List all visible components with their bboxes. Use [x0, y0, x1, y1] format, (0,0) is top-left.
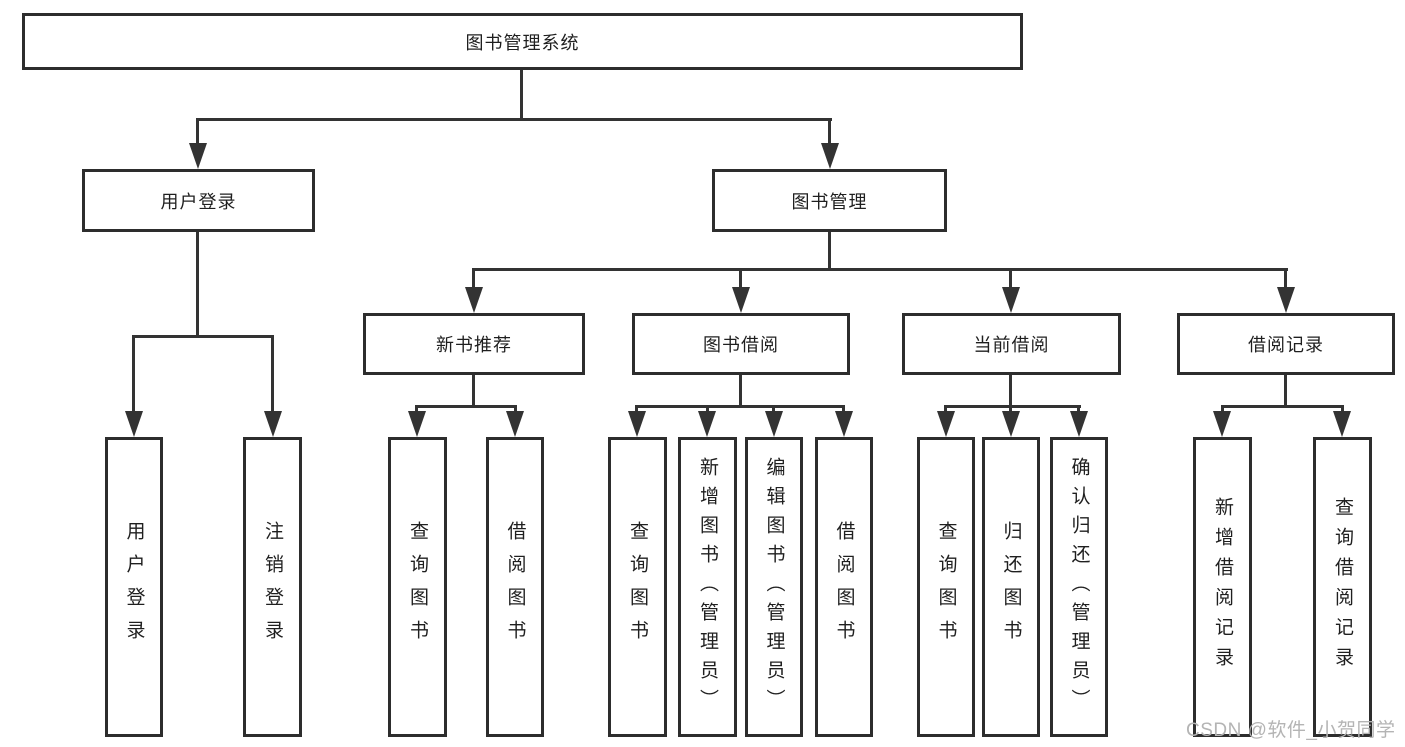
- node-library-management-system: 图书管理系统: [22, 13, 1023, 70]
- node-borrowing-records: 借阅记录: [1177, 313, 1395, 375]
- arrow-down-icon: [765, 411, 783, 437]
- connector-line: [1284, 268, 1287, 288]
- arrow-down-icon: [821, 143, 839, 169]
- node-book-borrowing: 图书借阅: [632, 313, 850, 375]
- connector-line: [706, 405, 709, 413]
- connector-line: [514, 405, 517, 413]
- connector-line: [196, 232, 199, 338]
- arrow-down-icon: [264, 411, 282, 437]
- connector-line: [739, 268, 742, 288]
- leaf-label: 查询图书: [407, 521, 428, 653]
- connector-line: [1341, 405, 1344, 413]
- leaf-label: 用户登录: [123, 521, 145, 653]
- node-book-management: 图书管理: [712, 169, 947, 232]
- leaf-label: 借阅图书: [833, 521, 855, 653]
- node-label: 图书借阅: [703, 335, 779, 355]
- leaf-label: 编辑图书（管理员）: [763, 456, 785, 718]
- connector-line: [472, 268, 1288, 271]
- node-label: 用户登录: [160, 191, 237, 212]
- arrow-down-icon: [1070, 411, 1088, 437]
- connector-line: [944, 405, 947, 413]
- arrow-down-icon: [408, 411, 426, 437]
- connector-line: [415, 405, 517, 408]
- leaf-add-books-admin: 新增图书（管理员）: [678, 437, 737, 737]
- connector-line: [944, 405, 1081, 408]
- arrow-down-icon: [698, 411, 716, 437]
- leaf-query-books: 查询图书: [608, 437, 667, 737]
- leaf-label: 新增图书（管理员）: [697, 456, 718, 718]
- connector-line: [842, 405, 845, 413]
- leaf-return-books: 归还图书: [982, 437, 1040, 737]
- connector-line: [1221, 405, 1224, 413]
- connector-line: [1009, 375, 1012, 407]
- arrow-down-icon: [1002, 411, 1020, 437]
- node-label: 当前借阅: [973, 335, 1050, 355]
- connector-line: [472, 375, 475, 407]
- leaf-borrow-books: 借阅图书: [815, 437, 873, 737]
- node-label: 新书推荐: [436, 335, 512, 355]
- connector-line: [635, 405, 638, 413]
- connector-line: [132, 335, 274, 338]
- leaf-add-borrow-record: 新增借阅记录: [1193, 437, 1252, 737]
- arrow-down-icon: [465, 287, 483, 313]
- leaf-label: 新增借阅记录: [1212, 497, 1233, 677]
- leaf-label: 归还图书: [1000, 521, 1022, 653]
- leaf-edit-books-admin: 编辑图书（管理员）: [745, 437, 803, 737]
- leaf-label: 借阅图书: [504, 521, 526, 653]
- connector-line: [196, 118, 199, 146]
- leaf-query-books: 查询图书: [917, 437, 975, 737]
- arrow-down-icon: [1277, 287, 1295, 313]
- connector-line: [196, 118, 832, 121]
- node-label: 图书管理系统: [465, 32, 580, 53]
- connector-line: [1009, 405, 1012, 413]
- leaf-label: 确认归还（管理员）: [1068, 456, 1090, 718]
- watermark-text: CSDN @软件_小贺同学: [1186, 720, 1396, 741]
- connector-line: [1221, 405, 1344, 408]
- leaf-label: 查询图书: [935, 521, 957, 653]
- leaf-query-borrow-record: 查询借阅记录: [1313, 437, 1372, 737]
- leaf-query-books: 查询图书: [388, 437, 447, 737]
- node-label: 借阅记录: [1248, 335, 1324, 355]
- arrow-down-icon: [1002, 287, 1020, 313]
- connector-line: [772, 405, 775, 413]
- leaf-borrow-books: 借阅图书: [486, 437, 544, 737]
- connector-line: [828, 118, 831, 146]
- arrow-down-icon: [1213, 411, 1231, 437]
- connector-line: [635, 405, 845, 408]
- node-new-book-recommendation: 新书推荐: [363, 313, 585, 375]
- leaf-confirm-return-admin: 确认归还（管理员）: [1050, 437, 1108, 737]
- arrow-down-icon: [125, 411, 143, 437]
- connector-line: [739, 375, 742, 407]
- connector-line: [472, 268, 475, 288]
- connector-line: [1077, 405, 1080, 413]
- node-current-borrowing: 当前借阅: [902, 313, 1121, 375]
- arrow-down-icon: [1333, 411, 1351, 437]
- leaf-user-login: 用户登录: [105, 437, 163, 737]
- connector-line: [132, 335, 135, 413]
- connector-line: [1009, 268, 1012, 288]
- connector-line: [520, 70, 523, 120]
- connector-line: [415, 405, 418, 413]
- connector-line: [271, 335, 274, 413]
- leaf-label: 查询借阅记录: [1332, 497, 1353, 677]
- arrow-down-icon: [506, 411, 524, 437]
- arrow-down-icon: [628, 411, 646, 437]
- leaf-logout: 注销登录: [243, 437, 302, 737]
- arrow-down-icon: [835, 411, 853, 437]
- leaf-label: 查询图书: [627, 521, 648, 653]
- arrow-down-icon: [937, 411, 955, 437]
- arrow-down-icon: [732, 287, 750, 313]
- leaf-label: 注销登录: [262, 521, 283, 653]
- connector-line: [1284, 375, 1287, 407]
- node-user-login: 用户登录: [82, 169, 315, 232]
- arrow-down-icon: [189, 143, 207, 169]
- connector-line: [828, 232, 831, 270]
- node-label: 图书管理: [791, 191, 868, 212]
